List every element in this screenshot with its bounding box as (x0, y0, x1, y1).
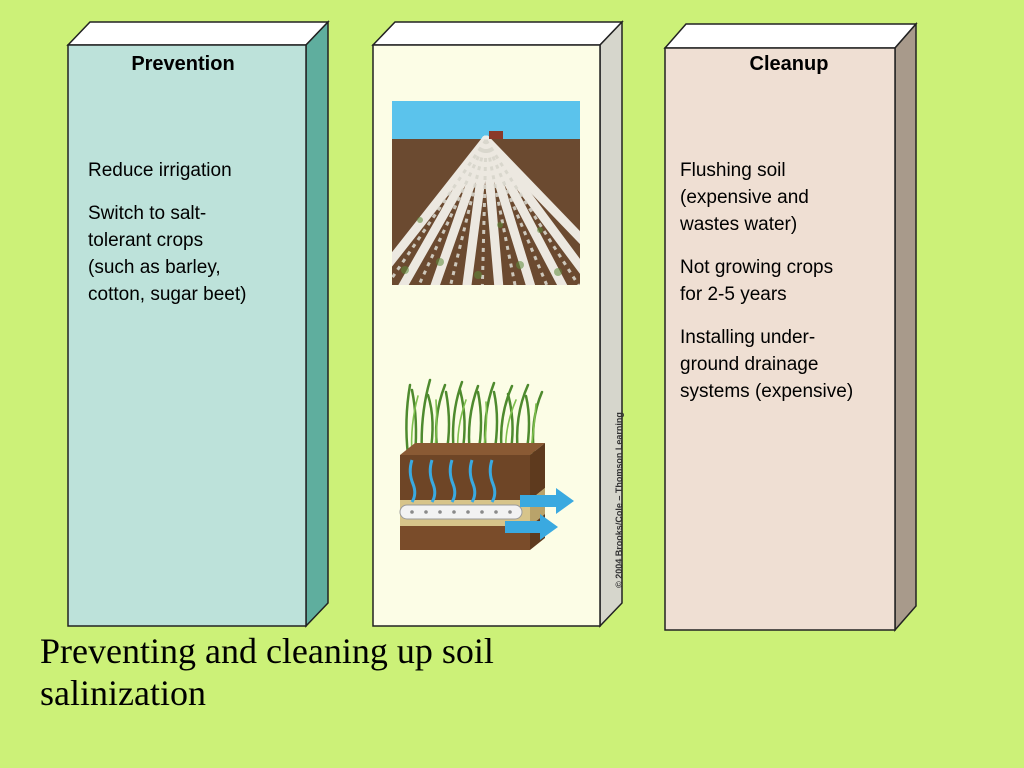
slide-title: Preventing and cleaning up soil saliniza… (40, 631, 494, 713)
cleanup-list: Flushing soil (expensive and wastes wate… (680, 157, 900, 421)
cleanup-item: Flushing soil (expensive and wastes wate… (680, 160, 809, 235)
cleanup-item: Not growing crops for 2-5 years (680, 257, 834, 305)
drainage-illustration (399, 378, 574, 550)
cleanup-item: Installing under- ground drainage system… (680, 327, 854, 402)
prevention-box (66, 20, 330, 628)
image-credit: © 2004 Brooks/Cole – Thomson Learning (614, 412, 624, 588)
cleanup-heading: Cleanup (749, 53, 829, 75)
prevention-item: Reduce irrigation (88, 160, 232, 181)
cleanup-box (663, 22, 918, 632)
cotton-field-image (392, 101, 580, 285)
prevention-list: Reduce irrigation Switch to salt- tolera… (88, 157, 298, 324)
prevention-heading: Prevention (131, 53, 235, 75)
prevention-item: Switch to salt- tolerant crops (such as … (88, 203, 247, 305)
